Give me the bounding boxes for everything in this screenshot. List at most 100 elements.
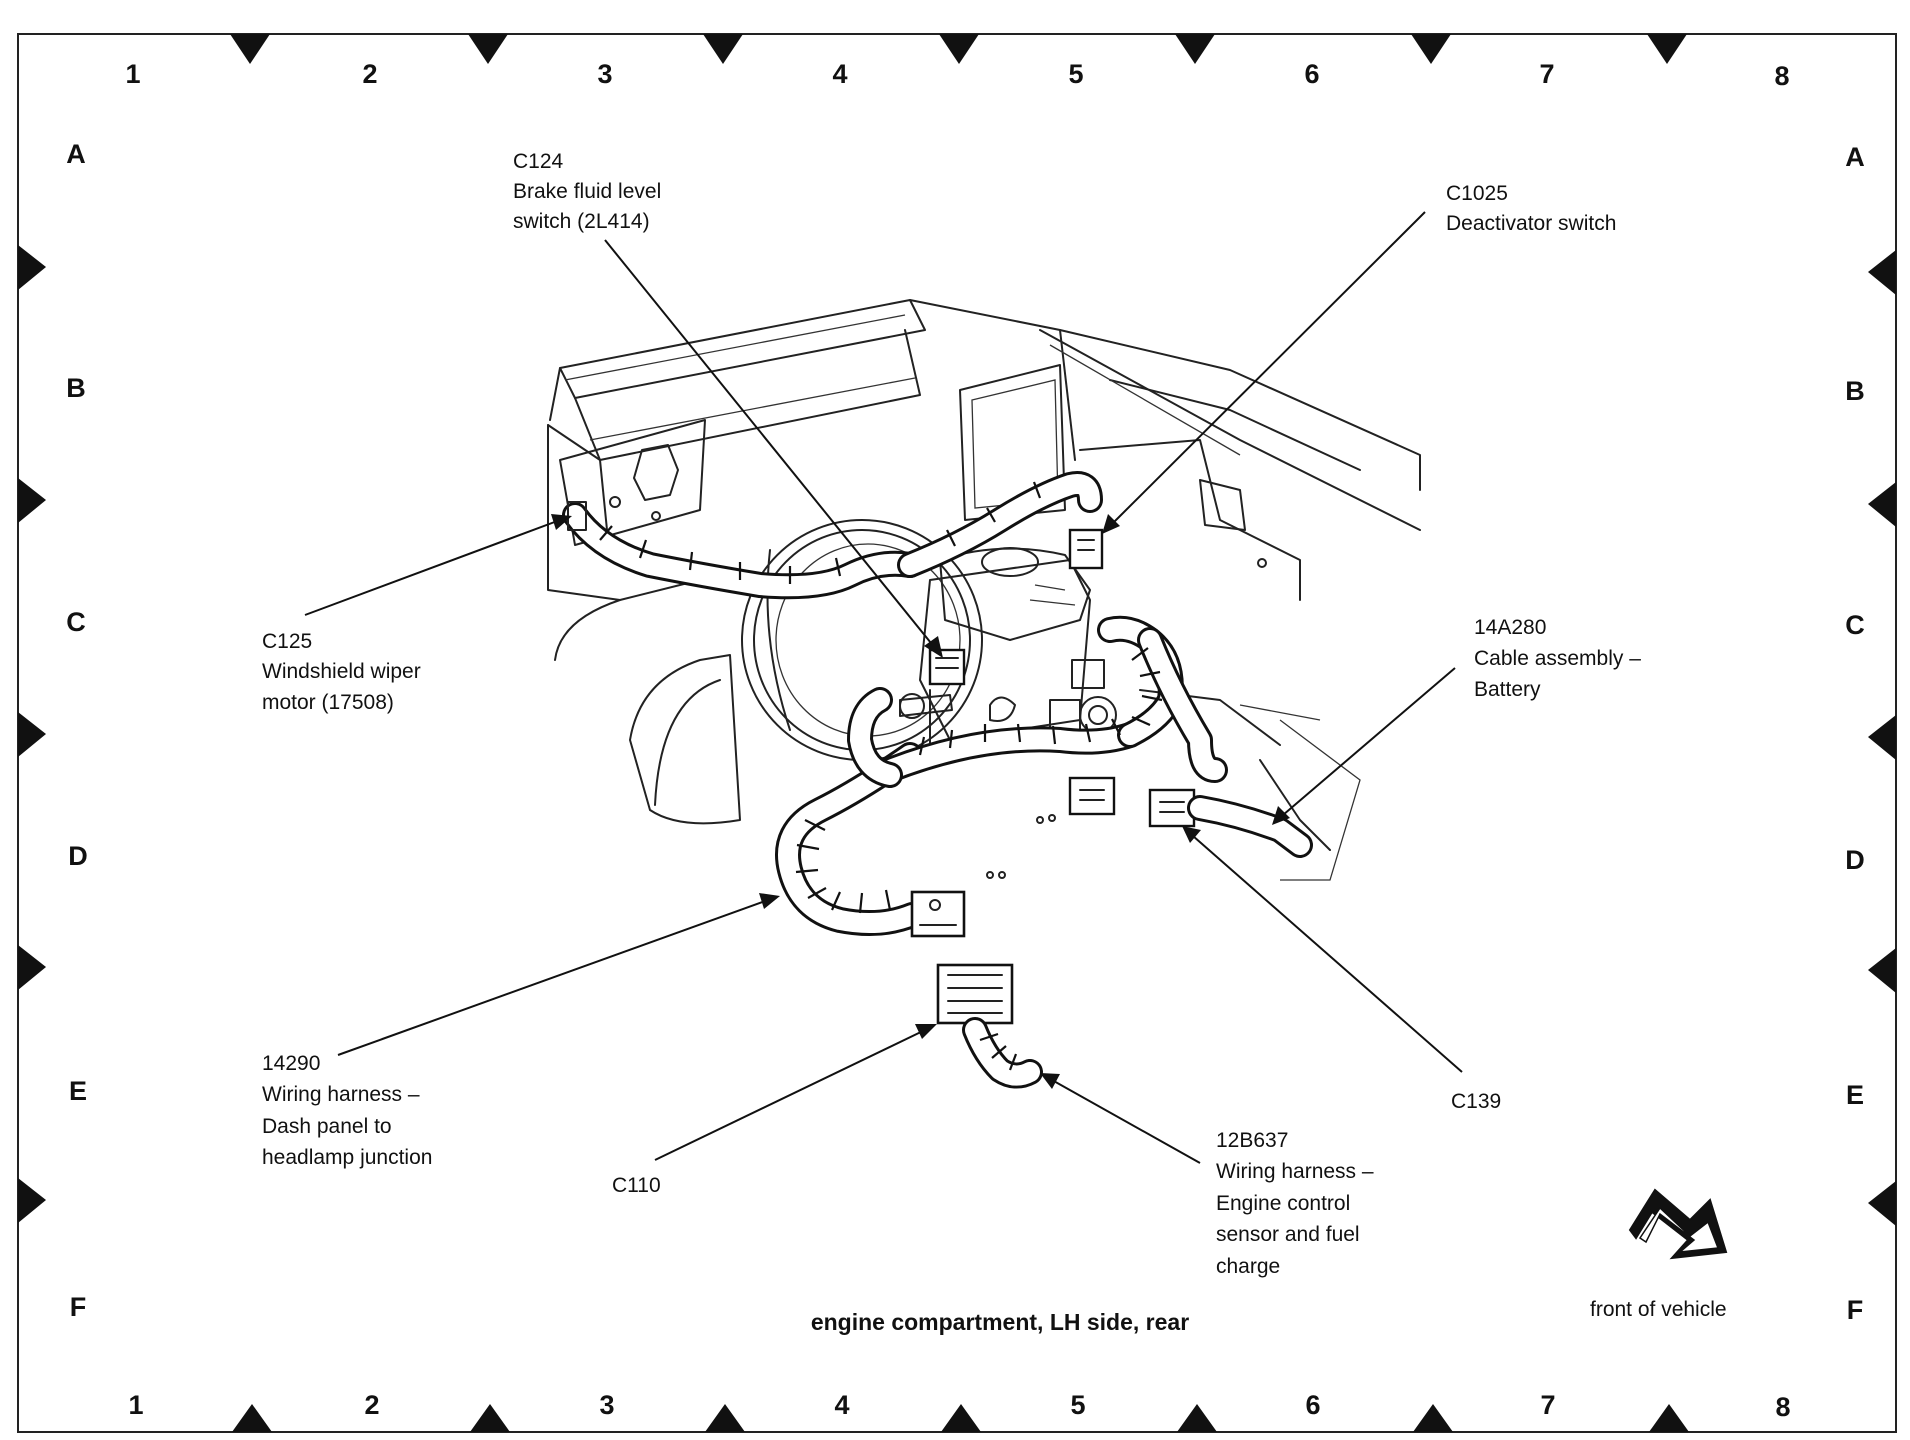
column-labels-top: 1 2 3 4 5 6 7 8 — [125, 59, 1789, 91]
column-label: 1 — [128, 1390, 143, 1420]
callout-id: C124 — [513, 150, 564, 173]
leader-12b637-arrow — [1040, 1073, 1060, 1089]
row-label: A — [66, 139, 86, 169]
column-label: 2 — [364, 1390, 379, 1420]
bottom-marker — [232, 1404, 272, 1432]
callout-id: C1025 — [1446, 182, 1508, 205]
column-label: 3 — [599, 1390, 614, 1420]
top-marker — [1411, 34, 1451, 64]
leader-c139-arrow — [1182, 826, 1201, 843]
column-label: 3 — [597, 59, 612, 89]
column-label: 6 — [1305, 1390, 1320, 1420]
top-marker — [230, 34, 270, 64]
right-markers — [1868, 250, 1896, 1226]
row-label: D — [1845, 845, 1865, 875]
leader-14a280 — [1282, 667, 1456, 816]
leader-lines — [304, 211, 1463, 1164]
row-label: B — [66, 373, 86, 403]
row-label: C — [1845, 610, 1865, 640]
callout-line: Wiring harness – — [1216, 1160, 1374, 1183]
callout-14290: 14290 Wiring harness – Dash panel to hea… — [262, 1052, 432, 1169]
callout-line: Wiring harness – — [262, 1083, 420, 1106]
left-marker — [18, 1178, 46, 1223]
callout-id: C110 — [612, 1174, 661, 1197]
bottom-marker — [1649, 1404, 1689, 1432]
leader-c124-arrow — [924, 636, 943, 658]
callout-line: Deactivator switch — [1446, 212, 1616, 235]
callout-id: 14290 — [262, 1052, 320, 1075]
callout-line: switch (2L414) — [513, 210, 650, 233]
callout-c1025: C1025 Deactivator switch — [1446, 182, 1616, 235]
leader-c1025-arrow — [1102, 514, 1120, 534]
leader-14290-arrow — [759, 893, 780, 909]
callout-line: Cable assembly – — [1474, 647, 1641, 670]
left-marker — [18, 712, 46, 757]
front-of-vehicle-label: front of vehicle — [1590, 1298, 1727, 1321]
callout-c110: C110 — [612, 1174, 661, 1197]
row-label: E — [1846, 1080, 1864, 1110]
right-marker — [1868, 715, 1896, 760]
callout-line: sensor and fuel — [1216, 1223, 1360, 1246]
left-marker — [18, 478, 46, 523]
top-marker — [468, 34, 508, 64]
leader-14290 — [337, 899, 769, 1056]
column-label: 7 — [1540, 1390, 1555, 1420]
leader-c110 — [654, 1029, 926, 1161]
callout-line: Windshield wiper — [262, 660, 421, 683]
top-marker — [1647, 34, 1687, 64]
left-marker — [18, 245, 46, 290]
right-marker — [1868, 250, 1896, 295]
callout-line: Engine control — [1216, 1192, 1350, 1215]
callout-line: motor (17508) — [262, 691, 394, 714]
column-label: 4 — [834, 1390, 849, 1420]
row-labels-left: A B C D E F — [66, 139, 88, 1322]
leader-c139 — [1192, 835, 1463, 1073]
right-marker — [1868, 948, 1896, 993]
callout-c139: C139 — [1451, 1090, 1501, 1113]
column-label: 5 — [1068, 59, 1083, 89]
bottom-marker — [470, 1404, 510, 1432]
row-labels-right: A B C D E F — [1845, 142, 1865, 1325]
callout-id: C139 — [1451, 1090, 1501, 1113]
callout-line: Battery — [1474, 678, 1541, 701]
column-label: 1 — [125, 59, 140, 89]
leader-12b637 — [1051, 1079, 1201, 1164]
right-marker — [1868, 482, 1896, 527]
callout-id: 12B637 — [1216, 1129, 1288, 1152]
left-markers — [18, 245, 46, 1223]
front-of-vehicle-arrow-icon — [1628, 1188, 1728, 1260]
leader-c110-arrow — [915, 1024, 937, 1039]
leader-c125-arrow — [551, 514, 572, 530]
column-label: 8 — [1775, 1392, 1790, 1422]
callout-line: Dash panel to — [262, 1115, 392, 1138]
leader-c125 — [304, 519, 561, 616]
column-label: 6 — [1304, 59, 1319, 89]
column-label: 8 — [1774, 61, 1789, 91]
right-marker — [1868, 1181, 1896, 1226]
column-label: 2 — [362, 59, 377, 89]
row-label: D — [68, 841, 88, 871]
bottom-markers — [232, 1404, 1689, 1432]
row-label: A — [1845, 142, 1865, 172]
bottom-marker — [941, 1404, 981, 1432]
callout-14a280: 14A280 Cable assembly – Battery — [1474, 616, 1641, 701]
top-marker — [703, 34, 743, 64]
leader-c124 — [604, 239, 936, 649]
bottom-marker — [1177, 1404, 1217, 1432]
callout-c124: C124 Brake fluid level switch (2L414) — [513, 150, 661, 233]
leader-c1025 — [1109, 211, 1426, 527]
bottom-marker — [1413, 1404, 1453, 1432]
callout-line: charge — [1216, 1255, 1280, 1278]
callout-line: Brake fluid level — [513, 180, 661, 203]
top-markers — [230, 34, 1687, 64]
callout-id: C125 — [262, 630, 312, 653]
left-marker — [18, 945, 46, 990]
row-label: B — [1845, 376, 1865, 406]
top-marker — [939, 34, 979, 64]
column-label: 7 — [1539, 59, 1554, 89]
column-label: 5 — [1070, 1390, 1085, 1420]
sheet-border — [17, 33, 1897, 1433]
engine-compartment-illustration — [547, 299, 1421, 1089]
column-label: 4 — [832, 59, 847, 89]
